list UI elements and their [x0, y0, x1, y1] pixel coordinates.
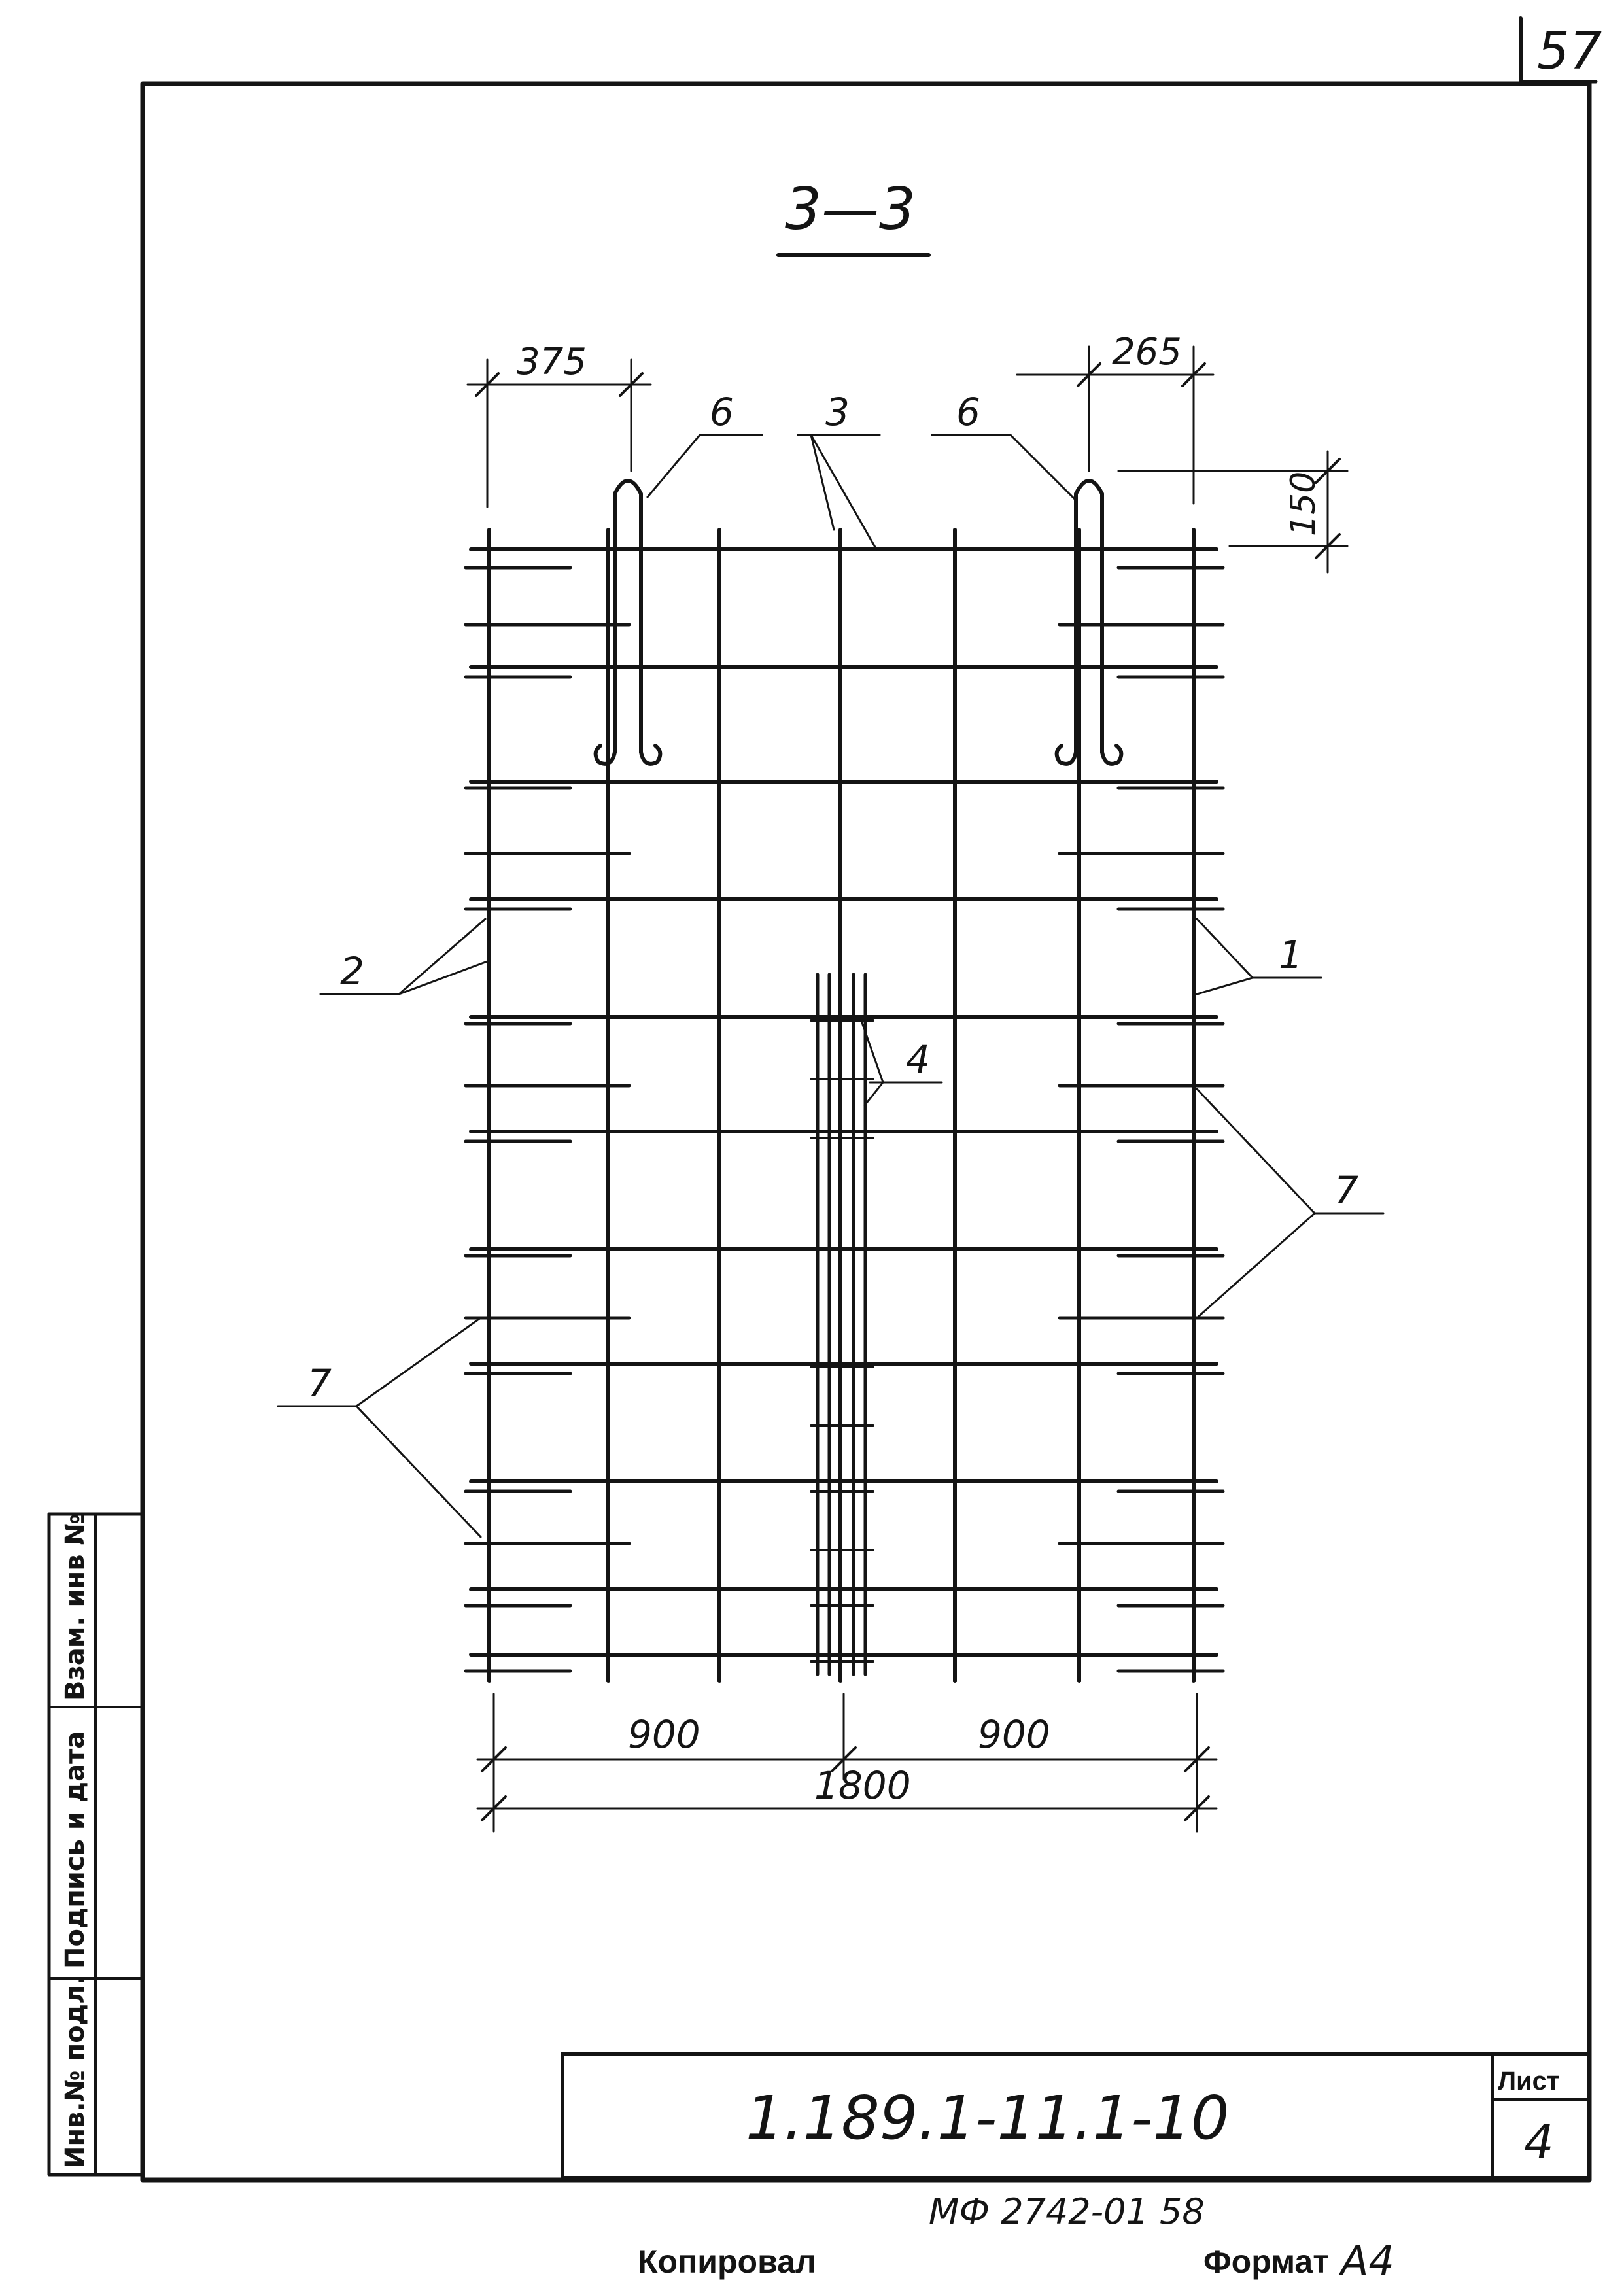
format-value: А4 — [1338, 2237, 1394, 2285]
dimension-265: 265 — [1016, 331, 1215, 505]
sheet-label: Лист — [1498, 2067, 1560, 2096]
title-block: 1.189.1-11.1-10 Лист 4 — [561, 2052, 1591, 2180]
lifting-loop-right — [1054, 479, 1124, 766]
dimension-375: 375 — [466, 341, 652, 508]
dimension-bottom: 900 900 1800 — [476, 1693, 1218, 1833]
archive-code: МФ 2742-01 58 — [929, 2191, 1205, 2232]
callout-2-label: 2 — [340, 949, 364, 993]
footer: МФ 2742-01 58 Копировал Формат А4 — [638, 2191, 1394, 2285]
dimension-1800-label: 1800 — [814, 1763, 911, 1808]
side-stamp: Взам. инв № Подпись и дата Инв.№ подл. — [47, 1512, 145, 2177]
callout-1-label: 1 — [1279, 933, 1303, 977]
side-stamp-vzam: Взам. инв № — [60, 1513, 90, 1700]
dimension-265-label: 265 — [1112, 331, 1182, 373]
copied-label: Копировал — [638, 2243, 816, 2280]
callout-6-left: 6 — [646, 390, 763, 498]
callout-6-right-label: 6 — [956, 390, 980, 434]
dimension-900-left-label: 900 — [628, 1712, 700, 1757]
callout-4: 4 — [859, 1016, 943, 1107]
callout-7-left: 7 — [277, 1317, 482, 1538]
dimension-900-right-label: 900 — [978, 1712, 1050, 1757]
sheet-value: 4 — [1524, 2114, 1554, 2169]
rebar-pos-4 — [810, 973, 874, 1676]
document-designation: 1.189.1-11.1-10 — [746, 2083, 1229, 2153]
section-title: 3—3 — [776, 175, 931, 257]
callout-7-right: 7 — [1196, 1088, 1385, 1319]
format-label: Формат — [1203, 2243, 1329, 2280]
callout-4-label: 4 — [906, 1037, 930, 1082]
callout-6-left-label: 6 — [710, 390, 734, 434]
lifting-loop-left — [593, 479, 663, 766]
callout-7-left-label: 7 — [307, 1361, 332, 1406]
section-title-text: 3—3 — [785, 175, 916, 243]
callout-3: 3 — [797, 390, 881, 551]
callout-6-right: 6 — [931, 390, 1077, 502]
callout-2: 2 — [319, 918, 489, 995]
dimension-150-label: 150 — [1284, 472, 1323, 536]
callout-1: 1 — [1196, 918, 1322, 995]
dimension-150: 150 — [1117, 450, 1349, 574]
side-stamp-inv-podl: Инв.№ подл. — [60, 1975, 90, 2168]
side-stamp-podpis: Подпись и дата — [60, 1731, 90, 1969]
callout-3-label: 3 — [825, 390, 850, 434]
dimension-375-label: 375 — [517, 341, 587, 383]
callout-7-right-label: 7 — [1334, 1168, 1358, 1213]
sheet-number: 57 — [1537, 22, 1602, 81]
rebar-mesh — [464, 528, 1225, 1683]
sheet-number-box: 57 — [1519, 16, 1602, 84]
